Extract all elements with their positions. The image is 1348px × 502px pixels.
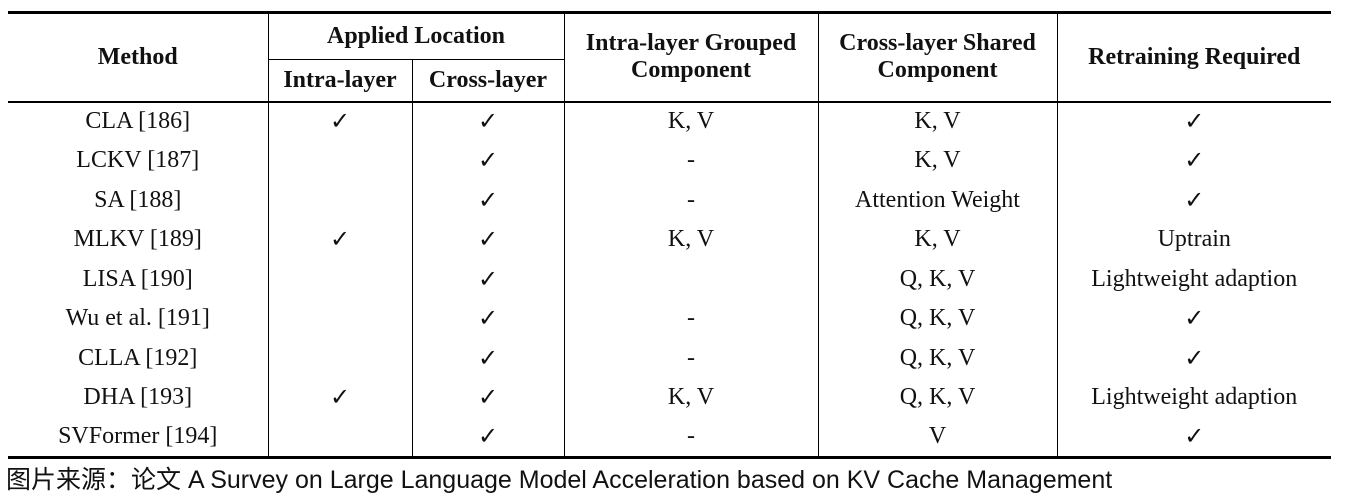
method-cell: LCKV [187]: [8, 141, 269, 181]
shared-component-cell: K, V: [818, 101, 1058, 141]
cross-layer-cell: ✓: [412, 101, 565, 141]
cross-layer-cell: ✓: [412, 299, 565, 339]
col-header-intra-layer: Intra-layer: [268, 59, 413, 102]
method-cell: CLLA [192]: [8, 338, 269, 378]
retraining-cell: Uptrain: [1157, 226, 1231, 253]
grouped-component-cell: K, V: [564, 378, 819, 418]
cross-layer-cell: ✓: [412, 220, 565, 260]
shared-component-cell: Q, K, V: [818, 299, 1058, 339]
grouped-component-cell: K, V: [564, 101, 819, 141]
shared-component-cell: Q, K, V: [818, 259, 1058, 299]
retraining-cell: Lightweight adaption: [1091, 265, 1298, 292]
table-row-sa: SA [188] ✓ - Attention Weight ✓: [8, 180, 1331, 220]
method-cell: MLKV [189]: [8, 220, 269, 260]
image-source-caption: 图片来源：论文 A Survey on Large Language Model…: [6, 466, 1113, 494]
header-row-1: Method Applied Location Intra-layer Grou…: [8, 12, 1331, 102]
col-header-cross-layer-shared-component: Cross-layer Shared Component: [818, 12, 1058, 102]
retraining-cell: ✓: [1184, 148, 1205, 175]
table-row-mlkv: MLKV [189] ✓ ✓ K, V K, V Uptrain: [8, 220, 1331, 260]
table-row-cla: CLA [186] ✓ ✓ K, V K, V ✓: [8, 101, 1331, 141]
col-header-cross-layer: Cross-layer: [412, 59, 565, 102]
cross-layer-cell: ✓: [412, 259, 565, 299]
retraining-cell: ✓: [1184, 187, 1205, 214]
retraining-cell: ✓: [1184, 345, 1205, 372]
intra-layer-cell: [268, 299, 413, 339]
method-cell: LISA [190]: [8, 259, 269, 299]
shared-component-cell: Attention Weight: [818, 180, 1058, 220]
cross-layer-cell: ✓: [412, 141, 565, 181]
method-cell: CLA [186]: [8, 101, 269, 141]
table-row-lisa: LISA [190] ✓ Q, K, V Lightweight adaptio…: [8, 259, 1331, 299]
shared-component-cell: Q, K, V: [818, 378, 1058, 418]
shared-component-cell: Q, K, V: [818, 338, 1058, 378]
table-header: Method Applied Location Intra-layer Grou…: [8, 12, 1331, 102]
col-header-applied-location: Applied Location: [268, 12, 565, 60]
col-header-intra-layer-grouped-component: Intra-layer Grouped Component: [564, 12, 819, 102]
intra-layer-cell: [268, 141, 413, 181]
cross-layer-cell: ✓: [412, 180, 565, 220]
intra-layer-cell: ✓: [268, 101, 413, 141]
table-row-dha: DHA [193] ✓ ✓ K, V Q, K, V Lightweight a…: [8, 378, 1331, 418]
method-cell: Wu et al. [191]: [8, 299, 269, 339]
col-header-retraining-required: Retraining Required: [1088, 43, 1301, 70]
cross-layer-cell: ✓: [412, 378, 565, 418]
intra-layer-cell: ✓: [268, 220, 413, 260]
shared-component-cell: V: [818, 417, 1058, 457]
table-row-svformer: SVFormer [194] ✓ - V ✓: [8, 417, 1331, 457]
grouped-component-cell: -: [564, 338, 819, 378]
retraining-cell: ✓: [1184, 424, 1205, 450]
intra-layer-cell: [268, 259, 413, 299]
method-cell: DHA [193]: [8, 378, 269, 418]
kv-cache-sharing-methods-table: Method Applied Location Intra-layer Grou…: [8, 11, 1331, 459]
grouped-component-cell: -: [564, 180, 819, 220]
shared-component-cell: K, V: [818, 220, 1058, 260]
retraining-cell: Lightweight adaption: [1091, 384, 1298, 411]
col-header-method: Method: [8, 12, 269, 102]
method-cell: SVFormer [194]: [8, 417, 269, 457]
grouped-component-cell: -: [564, 417, 819, 457]
cross-layer-cell: ✓: [412, 417, 565, 457]
grouped-component-cell: -: [564, 299, 819, 339]
header-row-2: Intra-layer Cross-layer: [8, 59, 1331, 102]
retraining-cell: ✓: [1184, 109, 1205, 136]
grouped-component-cell: -: [564, 141, 819, 181]
table-row-wu-et-al: Wu et al. [191] ✓ - Q, K, V ✓: [8, 299, 1331, 339]
grouped-component-cell: [564, 259, 819, 299]
shared-component-cell: K, V: [818, 141, 1058, 181]
grouped-component-cell: K, V: [564, 220, 819, 260]
cross-layer-cell: ✓: [412, 338, 565, 378]
intra-layer-cell: [268, 338, 413, 378]
table-body: CLA [186] ✓ ✓ K, V K, V ✓ LCKV [187] ✓ -…: [8, 101, 1331, 457]
table-row-lckv: LCKV [187] ✓ - K, V ✓: [8, 141, 1331, 181]
intra-layer-cell: [268, 180, 413, 220]
intra-layer-cell: [268, 417, 413, 457]
table-row-clla: CLLA [192] ✓ - Q, K, V ✓: [8, 338, 1331, 378]
intra-layer-cell: ✓: [268, 378, 413, 418]
retraining-cell: ✓: [1184, 306, 1205, 333]
method-cell: SA [188]: [8, 180, 269, 220]
